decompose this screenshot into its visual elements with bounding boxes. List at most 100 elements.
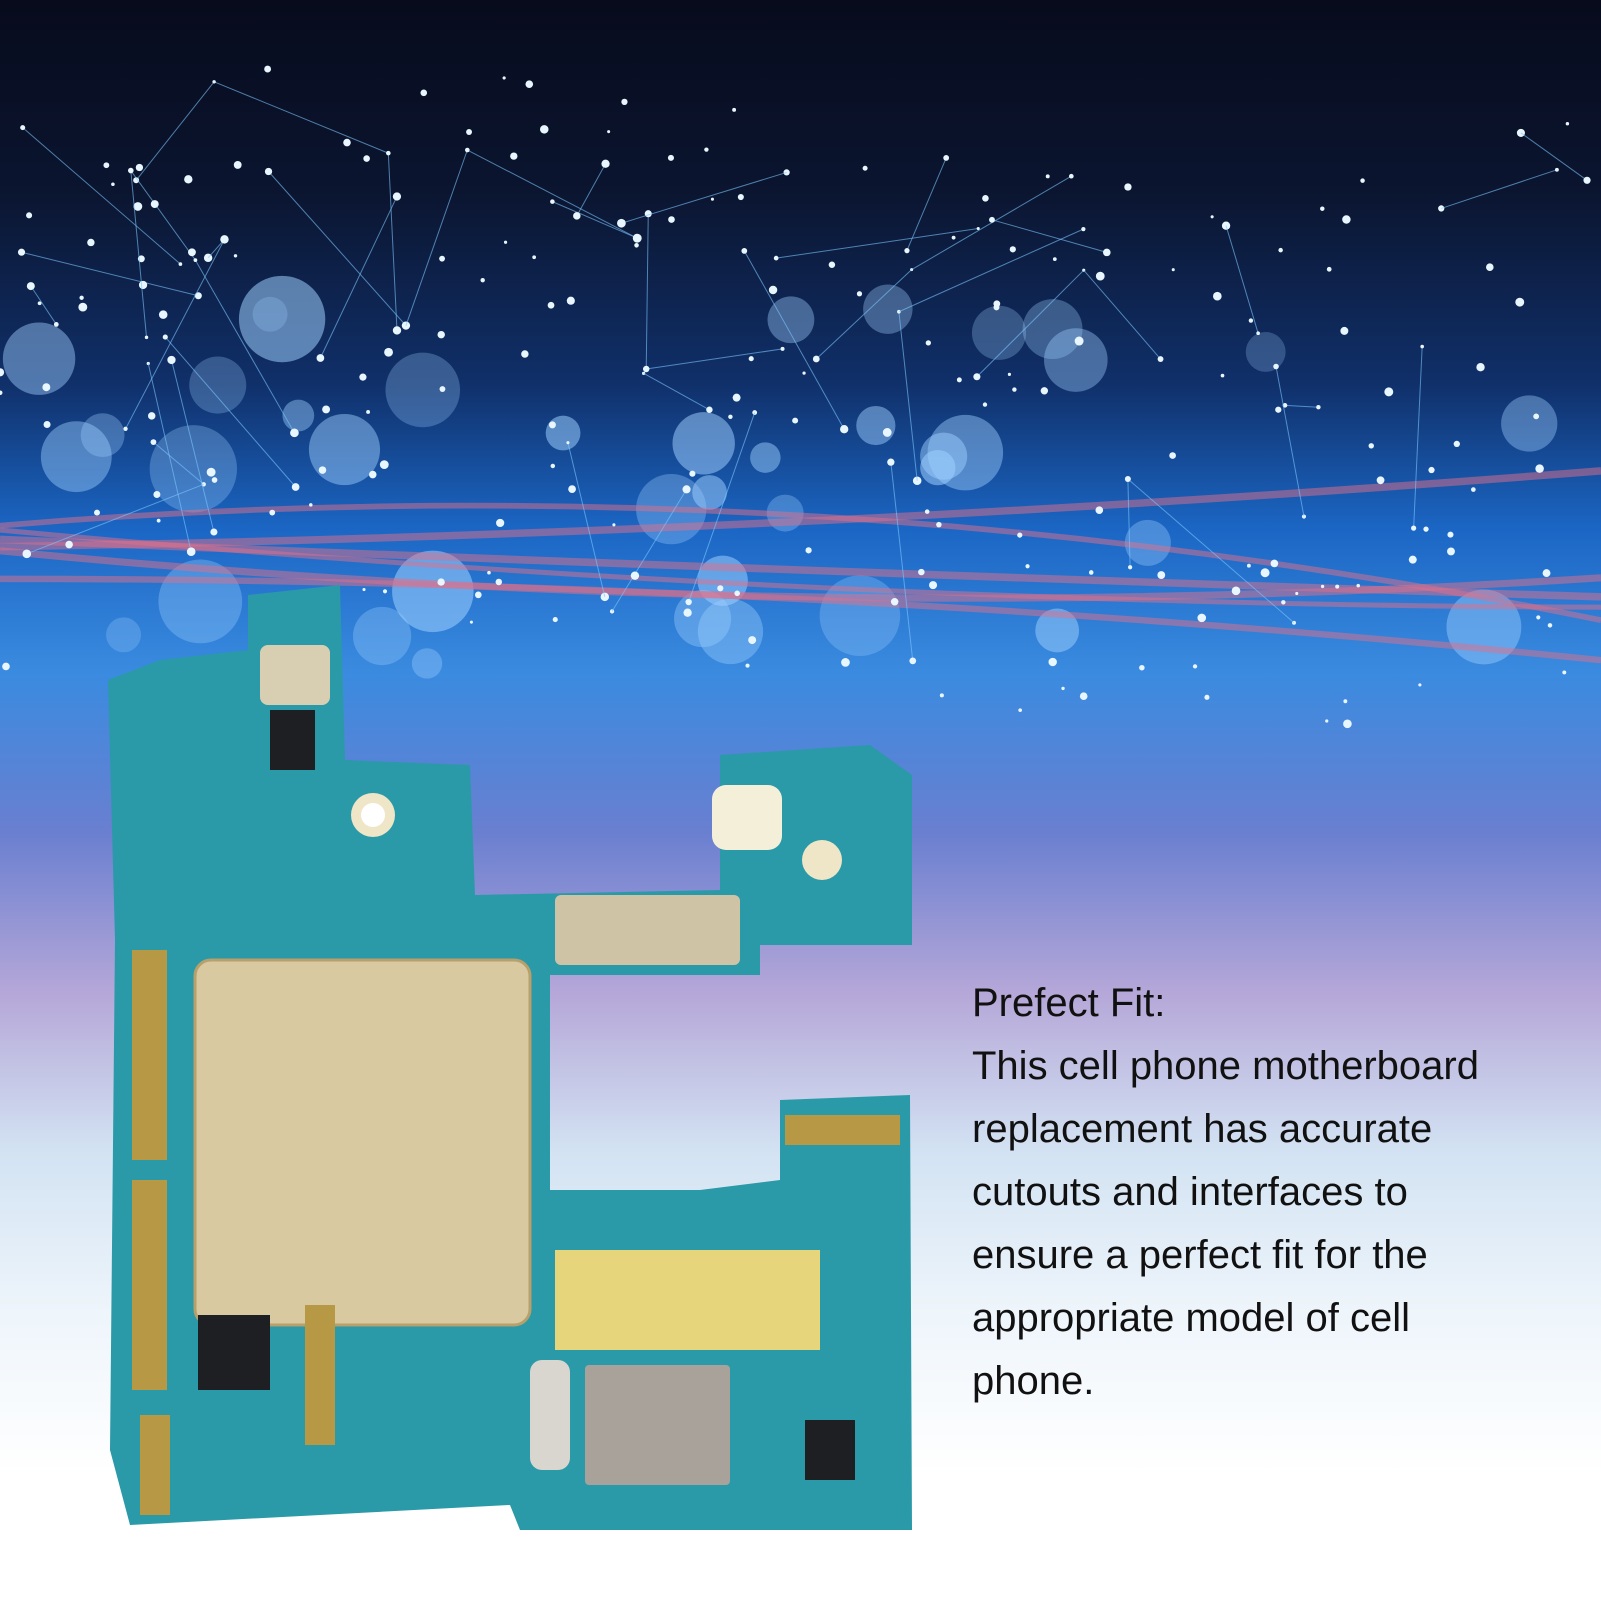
network-node (1418, 683, 1422, 687)
network-node (925, 340, 931, 346)
network-node (439, 255, 445, 262)
network-node (552, 617, 558, 623)
network-node (1335, 584, 1340, 589)
crystal (530, 1360, 570, 1470)
network-node (682, 485, 691, 494)
network-node (469, 620, 473, 624)
network-node (1515, 297, 1525, 307)
network-node (502, 76, 506, 80)
connector-right (785, 1115, 900, 1145)
network-node (147, 412, 156, 420)
bokeh-light (920, 449, 956, 486)
connector-left-2 (132, 1180, 167, 1390)
network-node (741, 248, 748, 254)
network-node (1052, 257, 1057, 262)
network-node (1342, 215, 1351, 224)
network-node (1275, 406, 1282, 413)
network-line (1284, 404, 1319, 408)
network-node (1192, 664, 1198, 669)
network-node (1447, 531, 1454, 538)
bokeh-light (252, 296, 288, 332)
caption-line: This cell phone motherboard (972, 1044, 1479, 1088)
network-line (911, 175, 1072, 271)
network-node (439, 386, 446, 392)
bokeh-light (1022, 299, 1083, 360)
network-node (1197, 613, 1207, 623)
flash-led (712, 785, 782, 850)
network-line (1441, 169, 1558, 209)
network-node (0, 368, 5, 377)
network-line (1520, 132, 1588, 181)
network-node (1476, 363, 1485, 372)
network-node (78, 302, 88, 312)
network-node (550, 199, 555, 204)
network-line (611, 489, 687, 612)
network-node (951, 235, 956, 240)
network-node (309, 503, 313, 507)
network-node (745, 663, 750, 668)
connector-left-3 (140, 1415, 170, 1515)
network-line (22, 127, 181, 265)
network-node (1231, 586, 1241, 596)
network-node (480, 277, 485, 283)
bokeh-light (1124, 519, 1171, 566)
caption-line: appropriate model of cell (972, 1296, 1411, 1340)
network-node (1095, 506, 1104, 515)
bokeh-light (1245, 331, 1286, 372)
network-node (909, 657, 917, 665)
network-node (1343, 719, 1352, 729)
network-line (991, 219, 1107, 253)
network-line (1413, 346, 1423, 529)
network-node (20, 125, 26, 131)
network-node (1295, 591, 1299, 596)
network-node (1281, 600, 1286, 605)
network-node (150, 439, 157, 446)
caption-line: cutouts and interfaces to (972, 1170, 1408, 1214)
network-node (929, 581, 938, 590)
network-node (1278, 247, 1283, 253)
bokeh-light (750, 442, 781, 473)
network-line (743, 250, 845, 430)
network-node (566, 441, 570, 445)
network-line (130, 170, 148, 338)
network-node (184, 175, 193, 184)
network-node (392, 326, 402, 335)
network-node (211, 477, 218, 483)
network-node (737, 194, 744, 201)
network-node (1074, 336, 1084, 346)
network-line (776, 228, 979, 259)
network-node (1045, 174, 1050, 179)
network-line (1127, 478, 1295, 624)
network-node (1301, 514, 1307, 519)
network-node (732, 107, 737, 112)
network-node (632, 233, 642, 243)
network-node (525, 80, 534, 88)
network-node (773, 255, 779, 261)
bokeh-light (2, 322, 76, 395)
network-node (1246, 563, 1251, 568)
network-node (465, 147, 470, 153)
network-node (607, 130, 611, 134)
light-streak (0, 502, 1601, 624)
network-node (1428, 466, 1435, 474)
network-line (130, 170, 196, 261)
screw-hole-2 (802, 840, 842, 880)
network-line (552, 201, 638, 239)
network-node (53, 322, 59, 327)
shield-top (555, 895, 740, 965)
chip-square (260, 645, 330, 705)
network-node (212, 80, 216, 84)
light-streak (0, 467, 1601, 551)
network-line (171, 359, 215, 533)
network-node (420, 89, 428, 97)
network-line (643, 372, 710, 411)
connector-mid (305, 1305, 335, 1445)
network-line (1083, 269, 1161, 360)
network-node (840, 425, 849, 434)
network-node (1554, 167, 1559, 172)
network-node (1447, 547, 1455, 556)
network-node (290, 428, 299, 438)
network-node (780, 346, 785, 351)
network-node (466, 129, 472, 135)
